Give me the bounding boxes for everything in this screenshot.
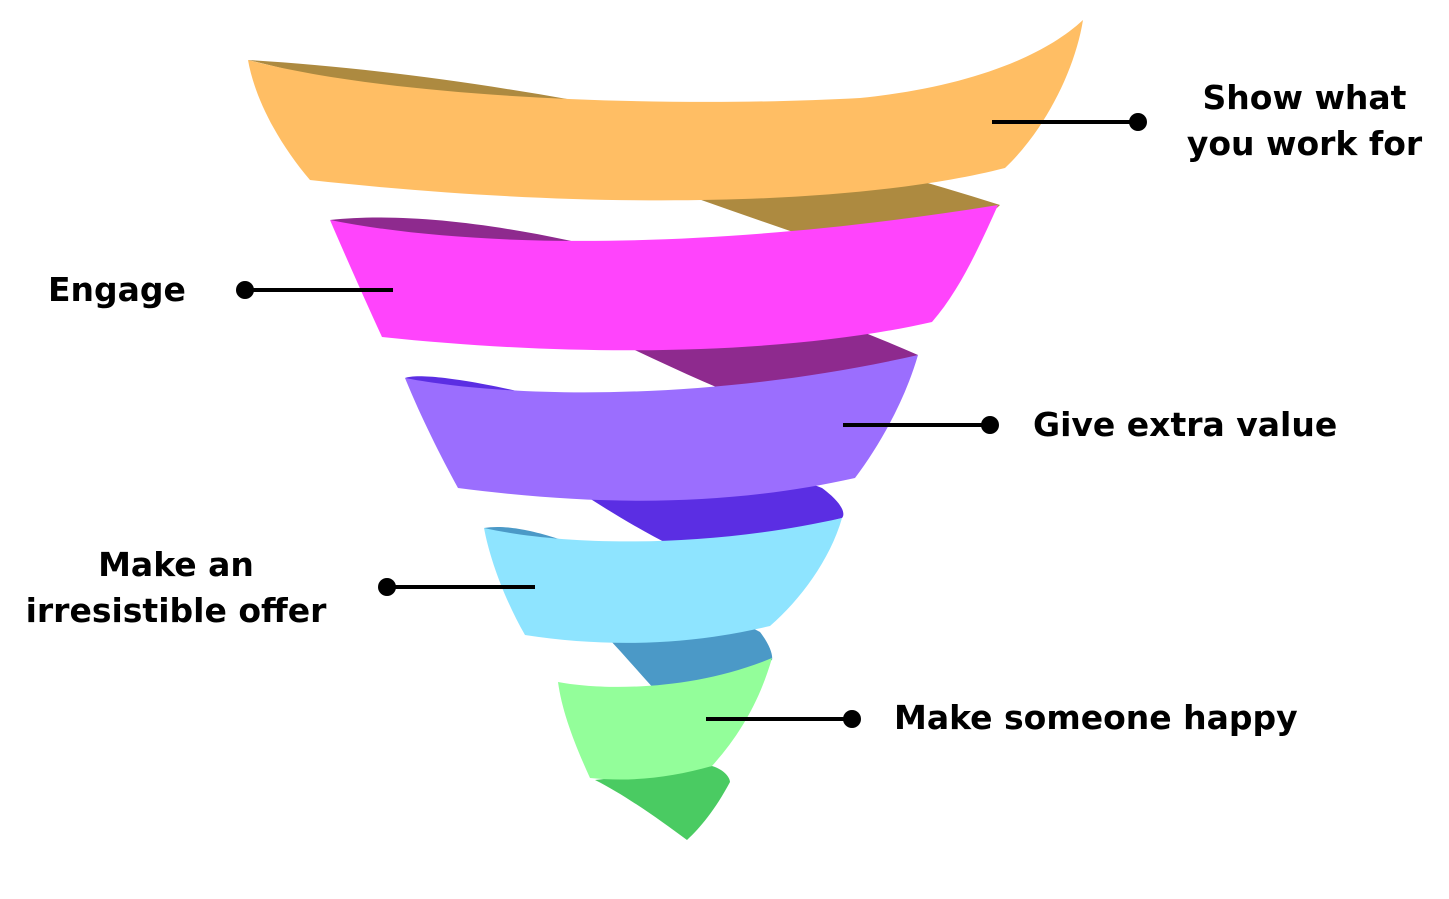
funnel-level-4-front [484, 518, 842, 643]
funnel-level-5-front [558, 658, 772, 780]
funnel-level-5-back [595, 766, 730, 840]
level-1-label-line-1: Show what [1202, 78, 1407, 117]
level-4-label-line-1: Make an [98, 545, 254, 584]
funnel-level-3-front [405, 355, 918, 501]
connector-level-5 [706, 710, 861, 728]
funnel-level-1-front [248, 20, 1083, 201]
level-5-label-line-1: Make someone happy [894, 698, 1298, 737]
connector-level-4 [378, 578, 535, 596]
connector-level-3 [843, 416, 999, 434]
level-1-label-line-2: you work for [1186, 124, 1423, 163]
connector-level-2 [236, 281, 393, 299]
level-2-label-line-1: Engage [48, 270, 186, 309]
level-3-label-line-1: Give extra value [1033, 405, 1338, 444]
level-5-label: Make someone happy [894, 695, 1298, 741]
connector-level-1 [992, 113, 1147, 131]
level-2-label: Engage [48, 267, 186, 313]
level-4-label: Make an irresistible offer [15, 542, 337, 634]
level-1-label: Show what you work for [1172, 75, 1437, 167]
funnel-level-2-front [330, 205, 998, 351]
level-3-label: Give extra value [1033, 402, 1337, 448]
level-4-label-line-2: irresistible offer [25, 591, 327, 630]
